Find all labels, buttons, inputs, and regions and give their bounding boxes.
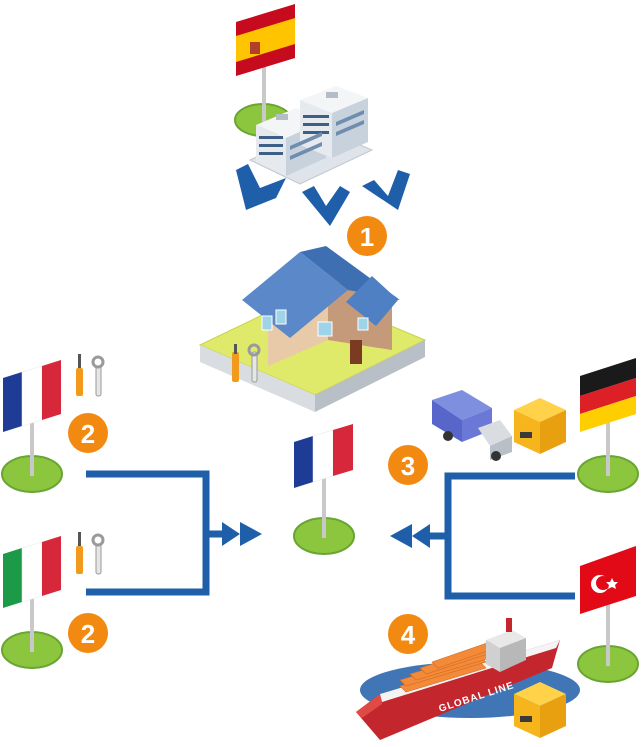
germany-origin-group bbox=[577, 358, 639, 493]
step-badge-3-label: 3 bbox=[401, 451, 415, 481]
truck-icon bbox=[432, 390, 512, 461]
france-flag-pole bbox=[30, 380, 34, 476]
france-destination-group bbox=[293, 424, 355, 555]
germany-flag-icon bbox=[580, 358, 636, 432]
step-badge-2-france-label: 2 bbox=[81, 419, 95, 449]
france-origin-group bbox=[1, 360, 63, 493]
office-buildings-icon bbox=[248, 86, 374, 185]
step-badge-2-italy-label: 2 bbox=[81, 619, 95, 649]
turkey-flag-pole bbox=[606, 570, 610, 666]
step-badge-3: 3 bbox=[388, 445, 428, 485]
italy-origin-group bbox=[1, 536, 63, 669]
tools-icon bbox=[76, 354, 105, 397]
tools-icon bbox=[232, 343, 261, 383]
arrow-left-icon bbox=[390, 524, 430, 548]
house-icon bbox=[198, 246, 427, 412]
turkey-flag-icon bbox=[580, 546, 636, 614]
left-connector bbox=[86, 470, 232, 596]
step-badge-4-label: 4 bbox=[401, 620, 416, 650]
italy-flag-icon bbox=[3, 536, 61, 608]
spain-flag-icon bbox=[236, 4, 295, 76]
tools-icon bbox=[76, 532, 105, 575]
step-badge-4: 4 bbox=[388, 614, 428, 654]
step-badge-1: 1 bbox=[347, 216, 387, 256]
step-badge-2-france: 2 bbox=[68, 413, 108, 453]
chevron-down-icon bbox=[302, 186, 350, 226]
step-badge-2-italy: 2 bbox=[68, 613, 108, 653]
step-badge-1-label: 1 bbox=[360, 222, 374, 252]
right-connector bbox=[420, 472, 575, 600]
downward-chevrons bbox=[236, 164, 410, 226]
germany-flag-pole bbox=[606, 380, 610, 476]
france-flag-icon bbox=[3, 360, 61, 432]
italy-flag-pole bbox=[30, 556, 34, 652]
chevron-down-icon bbox=[362, 170, 410, 210]
parcel-icon bbox=[514, 398, 566, 454]
arrow-right-icon bbox=[222, 522, 262, 546]
parcel-icon bbox=[514, 682, 566, 738]
france-flag-icon bbox=[294, 424, 353, 488]
spain-flag-pole bbox=[262, 30, 266, 122]
turkey-origin-group bbox=[577, 546, 639, 683]
chevron-down-icon bbox=[236, 164, 286, 210]
destination-flag-pole bbox=[322, 440, 326, 538]
spain-origin-group bbox=[234, 4, 295, 137]
